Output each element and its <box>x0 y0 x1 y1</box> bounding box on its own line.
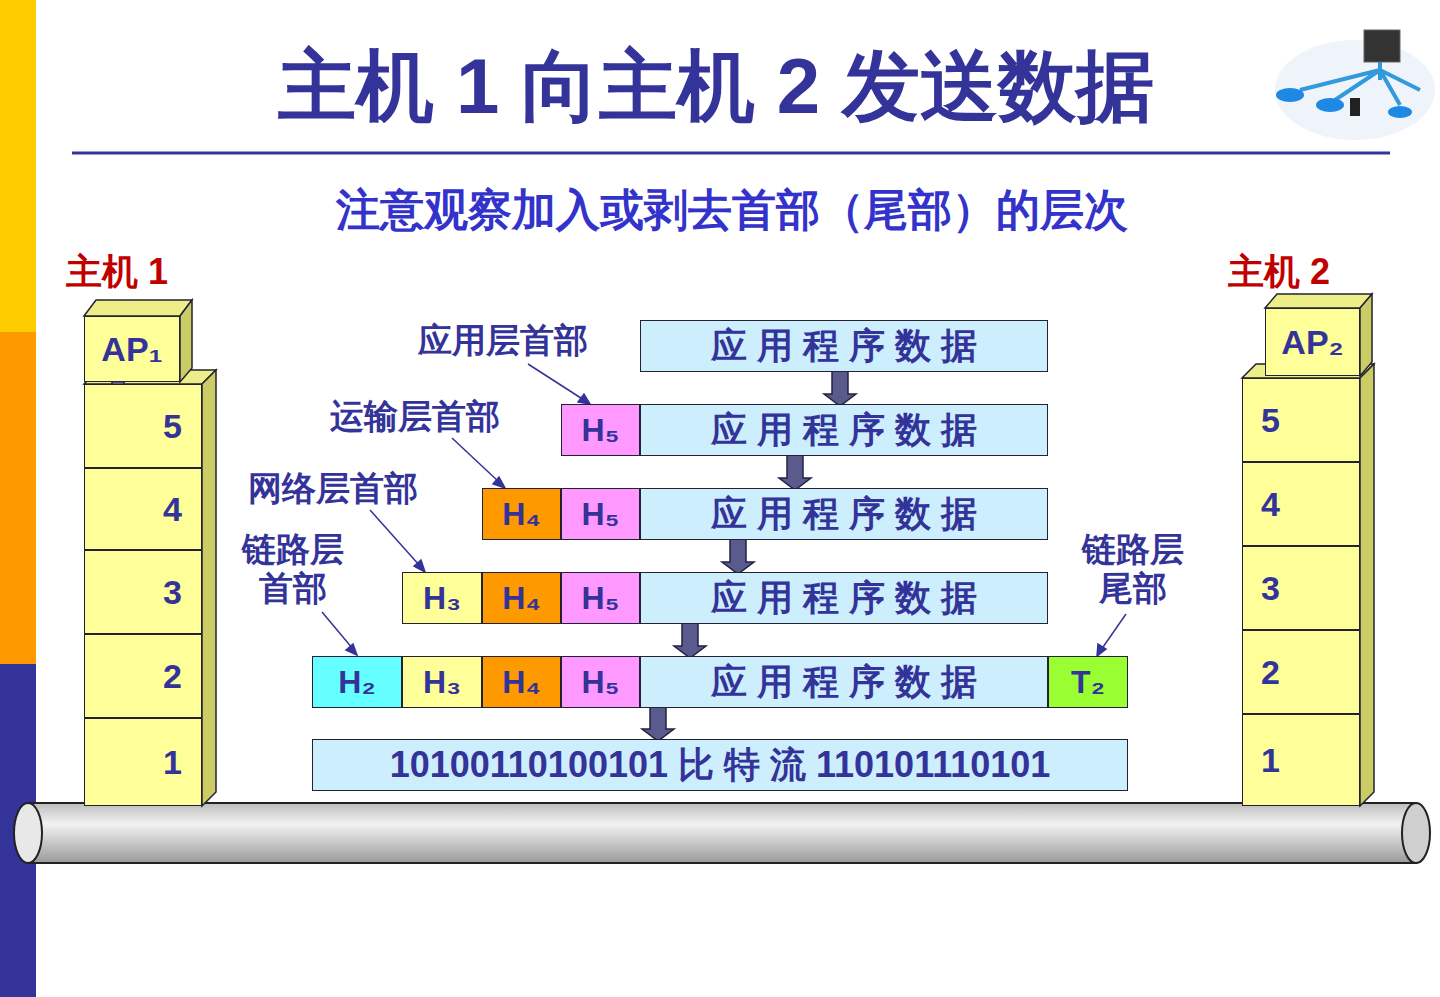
pdu-field: H₃ <box>402 572 482 624</box>
field-text: 1 <box>163 743 182 782</box>
pdu-field: H₄ <box>482 572 561 624</box>
field-text: 应 用 程 序 数 据 <box>711 658 977 707</box>
field-text: 3 <box>1261 569 1280 608</box>
pdu-field: 应 用 程 序 数 据 <box>640 404 1048 456</box>
host-label: 主机 1 <box>66 250 206 293</box>
pdu-field: H₄ <box>482 656 561 708</box>
layer-box: 3 <box>84 550 202 634</box>
field-text: T₂ <box>1071 664 1105 701</box>
layer-box: 2 <box>1242 630 1360 714</box>
field-text: H₅ <box>582 580 620 617</box>
field-text: 4 <box>163 490 182 529</box>
field-text: 1 <box>1261 741 1280 780</box>
layer-box: 1 <box>84 718 202 806</box>
title-rule <box>72 152 1390 155</box>
down-arrow <box>674 622 706 658</box>
down-arrow <box>824 370 856 406</box>
pdu-field: 10100110100101 比 特 流 110101110101 <box>312 739 1128 791</box>
pdu-field: H₅ <box>561 488 640 540</box>
field-text: 10100110100101 比 特 流 110101110101 <box>390 741 1051 790</box>
field-text: 应 用 程 序 数 据 <box>711 574 977 623</box>
field-text: H₄ <box>502 664 540 701</box>
field-text: H₃ <box>423 580 461 617</box>
layer-box: 3 <box>1242 546 1360 630</box>
field-text: H₂ <box>338 664 375 701</box>
down-arrow <box>642 706 674 741</box>
field-text: 2 <box>1261 653 1280 692</box>
slide-title: 主机 1 向主机 2 发送数据 <box>36 40 1396 134</box>
field-text: AP₁ <box>101 330 162 369</box>
field-text: H₅ <box>582 496 620 533</box>
layer-box: 1 <box>1242 714 1360 806</box>
pdu-field: T₂ <box>1048 656 1128 708</box>
field-text: 应 用 程 序 数 据 <box>711 322 977 371</box>
pdu-field: 应 用 程 序 数 据 <box>640 572 1048 624</box>
leader-lines <box>322 364 1126 656</box>
pdu-field: 应 用 程 序 数 据 <box>640 320 1048 372</box>
field-text: H₃ <box>423 664 461 701</box>
layer-box: 4 <box>1242 462 1360 546</box>
field-text: 3 <box>163 573 182 612</box>
host-label: 主机 2 <box>1228 250 1368 293</box>
field-text: 2 <box>163 657 182 696</box>
pdu-field: 应 用 程 序 数 据 <box>640 488 1048 540</box>
pdu-field: H₂ <box>312 656 402 708</box>
layer-box: 5 <box>1242 378 1360 462</box>
down-arrow <box>722 538 754 574</box>
field-text: H₅ <box>582 412 620 449</box>
pdu-field: 应 用 程 序 数 据 <box>640 656 1048 708</box>
stack-3d-faces <box>84 294 1374 806</box>
cable <box>14 803 1430 863</box>
layer-box: 4 <box>84 468 202 550</box>
pdu-field: H₅ <box>561 572 640 624</box>
field-text: AP₂ <box>1281 323 1343 362</box>
subtitle: 注意观察加入或剥去首部（尾部）的层次 <box>250 184 1214 237</box>
header-label: 链路层 首部 <box>228 530 358 608</box>
pdu-field: H₅ <box>561 404 640 456</box>
field-text: 5 <box>1261 401 1280 440</box>
field-text: H₄ <box>502 496 540 533</box>
field-text: H₄ <box>502 580 540 617</box>
field-text: 应 用 程 序 数 据 <box>711 490 977 539</box>
pdu-field: H₅ <box>561 656 640 708</box>
field-text: 应 用 程 序 数 据 <box>711 406 977 455</box>
layer-box: 2 <box>84 634 202 718</box>
header-label: 运输层首部 <box>330 396 500 437</box>
field-text: 4 <box>1261 485 1280 524</box>
header-label: 应用层首部 <box>418 320 588 361</box>
layer-box: AP₂ <box>1265 308 1360 376</box>
header-label: 网络层首部 <box>248 468 418 509</box>
side-bar <box>0 0 36 332</box>
field-text: H₅ <box>582 664 620 701</box>
down-arrow <box>779 454 811 490</box>
layer-box: 5 <box>84 384 202 468</box>
network-icon <box>1275 30 1435 140</box>
trailer-label: 链路层 尾部 <box>1068 530 1198 608</box>
field-text: 5 <box>163 407 182 446</box>
pdu-field: H₃ <box>402 656 482 708</box>
side-bar <box>0 332 36 664</box>
pdu-field: H₄ <box>482 488 561 540</box>
layer-box: AP₁ <box>84 316 180 382</box>
